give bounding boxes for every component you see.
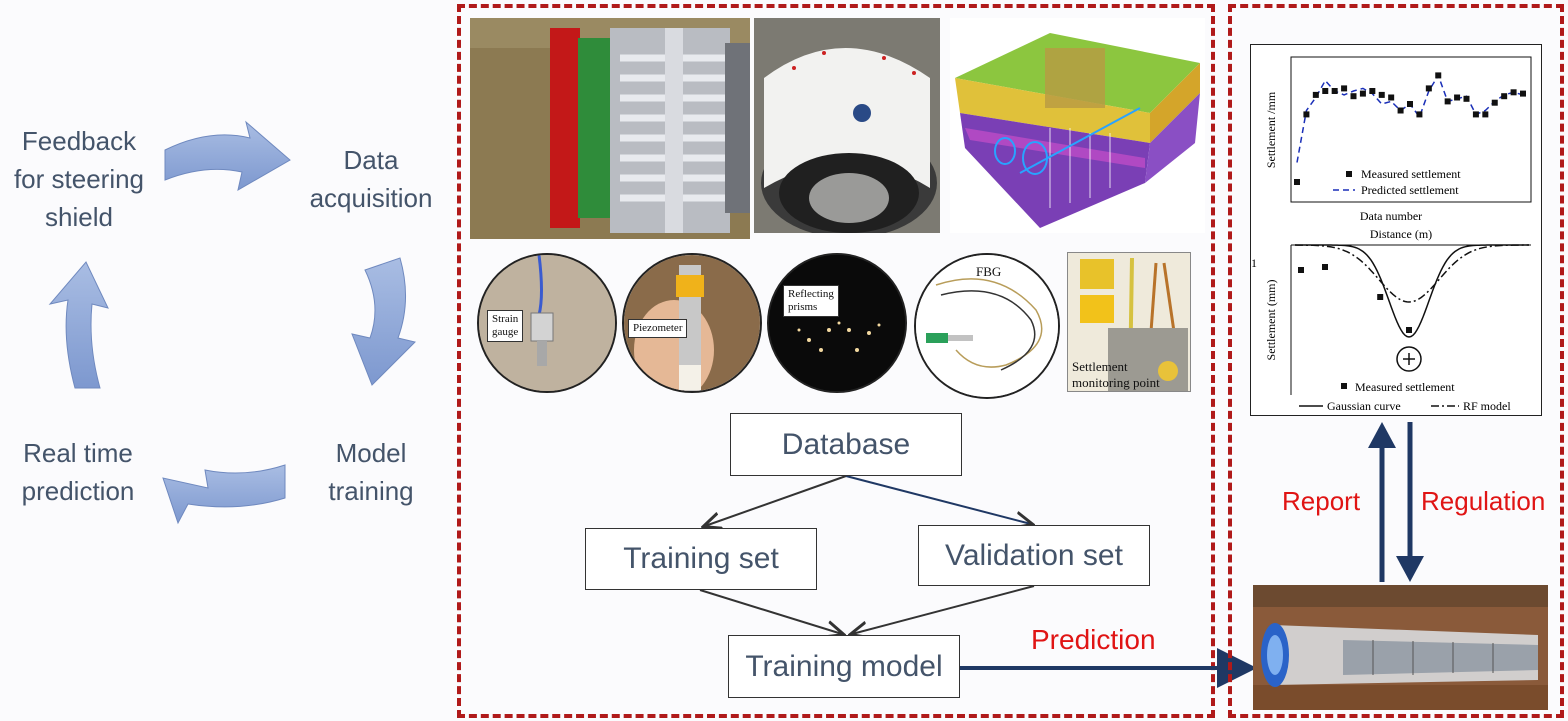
top-measured-point <box>1407 101 1413 107</box>
top-legend-predicted: Predicted settlement <box>1361 183 1459 197</box>
top-measured-point <box>1350 93 1357 100</box>
report-arrow <box>1368 422 1396 582</box>
bottom-title: Distance (m) <box>1370 227 1432 241</box>
arrow-prediction-to-feedback <box>48 261 109 389</box>
bottom-measured-point <box>1406 327 1412 333</box>
settlement-charts: Measured settlement Predicted settlement… <box>1250 44 1542 416</box>
bottom-legend-gaussian: Gaussian curve <box>1327 399 1401 413</box>
top-measured-point <box>1322 88 1329 94</box>
training-model-box: Training model <box>728 635 960 698</box>
top-measured-point <box>1444 98 1451 105</box>
model-training-label: Model training <box>328 438 414 506</box>
top-measured-point <box>1463 95 1470 102</box>
top-legend-measured: Measured settlement <box>1361 167 1461 181</box>
bottom-measured-point <box>1298 267 1304 273</box>
strain-gauge-photo: Strain gauge <box>477 253 617 393</box>
settlement-point-tag: Settlement monitoring point <box>1072 359 1160 390</box>
bottom-ylabel: Settlement (mm) <box>1264 280 1278 361</box>
top-measured-point <box>1303 111 1310 118</box>
top-measured-point <box>1369 88 1376 94</box>
top-measured-point <box>1294 179 1300 185</box>
top-measured-point <box>1416 111 1423 118</box>
tbm-render-photo <box>1253 585 1548 710</box>
data-panel-border <box>457 4 1215 718</box>
arrow-validation-set-to-model <box>852 585 1035 634</box>
strain-gauge-tag: Strain gauge <box>487 310 524 342</box>
top-measured-point <box>1331 88 1338 94</box>
bottom-measured-point <box>1322 264 1328 270</box>
arrow-db-to-training-set <box>705 475 847 526</box>
top-ylabel: Settlement /mm <box>1264 91 1278 168</box>
report-label: Report <box>1282 486 1361 516</box>
top-measured-point <box>1472 111 1479 118</box>
database-box: Database <box>730 413 962 476</box>
top-measured-point <box>1397 107 1404 114</box>
arrow-db-to-validation-set <box>845 475 1031 524</box>
flow-arrows <box>457 475 1257 688</box>
reflecting-prisms-photo: Reflecting prisms <box>767 253 907 393</box>
top-measured-point <box>1341 85 1348 92</box>
piezometer-photo: Piezometer <box>622 253 762 393</box>
bottom-stray-tick: 1 <box>1251 256 1257 270</box>
tunnel-segment-photo <box>754 18 940 233</box>
top-measured-point <box>1359 90 1366 97</box>
fbg-tag: FBG <box>976 264 1002 279</box>
piezometer-tag: Piezometer <box>628 319 688 338</box>
top-measured-point <box>1510 89 1517 96</box>
bottom-chart: Distance (m) 1 Measured settlement Gauss… <box>1251 227 1531 413</box>
top-measured-point <box>1501 93 1508 100</box>
top-xlabel: Data number <box>1360 209 1422 223</box>
bottom-legend-rf: RF model <box>1463 399 1511 413</box>
top-measured-point <box>1425 85 1432 92</box>
arrow-training-set-to-model <box>699 589 842 634</box>
top-measured-point <box>1491 99 1498 106</box>
shield-machine-photo <box>470 18 750 239</box>
cycle-arrows <box>48 120 416 525</box>
prediction-label: Prediction <box>1031 624 1156 655</box>
data-acquisition-label: Data acquisition <box>309 145 433 213</box>
top-measured-point <box>1520 90 1526 97</box>
top-measured-point <box>1482 111 1489 118</box>
top-measured-point <box>1388 94 1395 101</box>
fbg-sensor-photo: FBG <box>914 253 1060 399</box>
result-panel-border <box>1228 4 1564 718</box>
training-set-box: Training set <box>585 528 817 590</box>
regulation-arrow <box>1396 422 1424 582</box>
top-measured-point <box>1312 91 1319 98</box>
bottom-measured-point <box>1377 294 1384 300</box>
feedback-label: Feedback for steering shield <box>13 126 145 232</box>
reflecting-prisms-tag: Reflecting prisms <box>783 285 839 317</box>
arrow-feedback-to-acquisition <box>164 120 291 192</box>
report-regulation-arrows <box>1368 422 1424 582</box>
geological-model-image <box>950 18 1205 233</box>
settlement-point-photo: Settlement monitoring point <box>1067 252 1191 392</box>
top-measured-point <box>1435 72 1442 79</box>
real-time-prediction-label: Real time prediction <box>21 438 135 506</box>
validation-set-box: Validation set <box>918 525 1150 586</box>
top-measured-point <box>1454 94 1461 101</box>
regulation-label: Regulation <box>1421 486 1546 516</box>
top-chart: Measured settlement Predicted settlement… <box>1264 56 1532 223</box>
bottom-legend-measured: Measured settlement <box>1355 380 1455 394</box>
arrow-training-to-prediction <box>162 464 286 525</box>
top-measured-point <box>1378 91 1385 98</box>
arrow-acquisition-to-training <box>351 257 416 386</box>
